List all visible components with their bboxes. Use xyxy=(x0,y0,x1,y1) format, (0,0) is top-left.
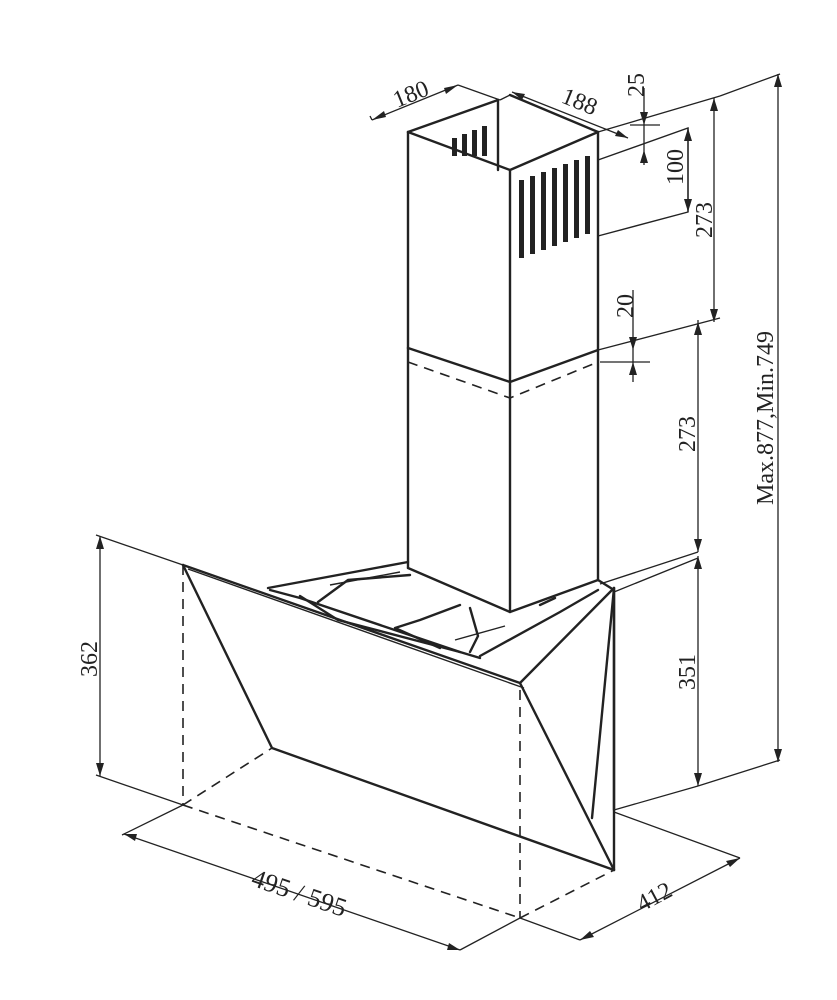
dim-hood-body: 351 xyxy=(613,556,702,811)
hood-body xyxy=(266,551,699,812)
dim-width-label: 495 / 595 xyxy=(248,863,350,922)
dim-overlap: 20 xyxy=(600,290,650,382)
dim-outlet-height: 100 xyxy=(663,128,692,212)
glass-panel xyxy=(181,563,616,872)
dim-chimney-depth: 180 xyxy=(369,76,501,121)
dim-chimney-depth-label: 180 xyxy=(390,76,433,114)
dim-chimney-width: 188 xyxy=(511,83,629,139)
dim-top-offset: 25 xyxy=(624,73,660,165)
dim-width: 495 / 595 xyxy=(121,804,521,951)
dim-lower-chimney: 273 xyxy=(675,320,702,552)
dim-total-height-label: Max.877,Min.749 xyxy=(753,331,779,505)
top-vent-slots xyxy=(452,126,487,156)
dim-depth: 412 xyxy=(519,811,741,941)
hidden-footprint xyxy=(182,565,615,919)
side-vent-slots xyxy=(519,156,590,258)
dim-lower-chimney-label: 273 xyxy=(675,416,701,452)
dim-upper-chimney: 273 xyxy=(597,95,721,351)
dim-hood-body-label: 351 xyxy=(675,654,701,690)
dim-upper-chimney-label: 273 xyxy=(692,202,718,238)
dim-top-offset-label: 25 xyxy=(624,73,650,97)
dim-overlap-label: 20 xyxy=(613,294,639,318)
dim-total-height: Max.877,Min.749 xyxy=(697,73,782,787)
lower-chimney xyxy=(406,346,600,614)
dim-glass-height: 362 xyxy=(77,534,184,806)
dim-outlet-height-label: 100 xyxy=(663,149,689,185)
upper-chimney xyxy=(406,93,689,384)
dim-glass-height-label: 362 xyxy=(77,641,103,677)
dim-depth-label: 412 xyxy=(633,877,677,917)
dim-chimney-width-label: 188 xyxy=(558,83,601,121)
